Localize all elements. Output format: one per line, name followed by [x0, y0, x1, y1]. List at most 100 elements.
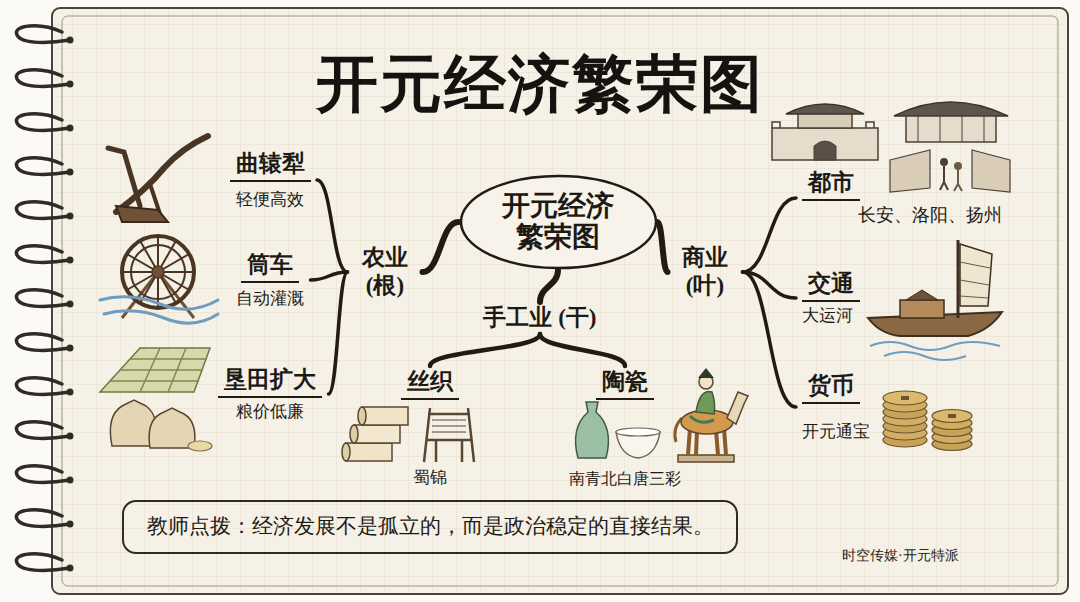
city-gate — [772, 122, 874, 128]
spiral-binding — [16, 114, 73, 132]
tang-sancai-horse — [727, 392, 748, 424]
leaf-topic: 都市长安、洛阳、扬州 — [796, 167, 1009, 229]
spiral-binding — [16, 334, 73, 352]
tang-sancai-horse — [675, 368, 748, 462]
market-street — [890, 102, 1010, 192]
node-heading: 货币 — [802, 372, 860, 404]
branch-connector — [311, 272, 348, 280]
node-heading: 曲辕犁 — [230, 150, 311, 182]
white-bowl — [616, 428, 660, 458]
branch-connector — [423, 222, 459, 272]
branch-label: 手工业 (干) — [477, 302, 604, 334]
branch-connector — [540, 334, 625, 366]
canal-boat — [868, 240, 1002, 360]
branch-connector — [743, 272, 797, 407]
branch-connector — [430, 334, 540, 366]
tang-sancai-horse — [678, 455, 734, 462]
node-heading: 商业 (叶) — [674, 244, 736, 299]
node-body: 长安、洛阳、扬州 — [858, 205, 1002, 227]
silk-rolls — [350, 425, 358, 443]
grain-sacks — [110, 400, 212, 451]
spiral-binding — [16, 422, 73, 440]
node-heading: 农业 (根) — [354, 244, 416, 299]
celadon-vase — [576, 402, 609, 458]
loom-drawing — [424, 408, 474, 462]
celadon-vase — [576, 402, 609, 458]
leaf-topic: 曲辕犁轻便高效 — [223, 148, 317, 212]
canal-boat — [960, 244, 992, 306]
coin-stacks — [883, 391, 972, 451]
node-heading: 交通 — [802, 270, 860, 302]
market-street — [954, 162, 962, 170]
silk-rolls — [358, 407, 366, 425]
loom-drawing — [424, 408, 474, 462]
spiral-binding — [16, 70, 73, 88]
waterwheel-drawing — [152, 266, 164, 278]
node-heading: 开元经济 繁荣图 — [496, 191, 620, 253]
spiral-binding — [16, 510, 73, 528]
grain-sacks — [188, 441, 212, 451]
coin-stacks — [948, 414, 956, 418]
leaf-topic: 陶瓷南青北白唐三彩 — [563, 366, 688, 490]
branch-connector — [317, 180, 348, 272]
silk-rolls — [346, 443, 392, 461]
node-heading: 筒车 — [241, 251, 299, 283]
market-street — [954, 170, 962, 191]
market-street — [906, 116, 996, 142]
node-heading: 都市 — [802, 169, 860, 201]
branch-connector — [329, 272, 348, 394]
branch-connector — [658, 222, 668, 272]
branch-label: 商业 (叶) — [668, 242, 743, 302]
node-body: 大运河 — [802, 306, 853, 326]
silk-rolls — [342, 443, 350, 461]
plow-drawing — [108, 148, 140, 206]
canal-boat — [900, 300, 944, 318]
spiral-binding — [16, 246, 73, 264]
node-body: 开元通宝 — [802, 422, 870, 442]
spiral-binding — [16, 466, 73, 484]
city-gate — [772, 104, 878, 160]
canal-boat — [870, 342, 1000, 360]
leaf-topic: 货币开元通宝 — [796, 370, 877, 444]
market-street — [918, 116, 984, 142]
plow-drawing — [108, 136, 208, 222]
leaf-topic: 筒车自动灌溉 — [230, 249, 311, 311]
coin-stacks — [883, 391, 927, 405]
canal-boat — [906, 290, 938, 300]
farmland-drawing — [100, 348, 210, 392]
farmland-drawing — [100, 348, 210, 392]
node-body: 蜀锦 — [413, 468, 447, 488]
spiral-binding — [16, 26, 73, 44]
silk-rolls — [354, 425, 400, 443]
branch-label: 农业 (根) — [348, 242, 423, 302]
page-title: 开元经济繁荣图 — [0, 48, 1080, 120]
market-street — [940, 166, 948, 190]
market-street — [972, 150, 1010, 192]
node-heading: 陶瓷 — [596, 368, 654, 400]
node-body: 粮价低廉 — [236, 402, 304, 422]
leaf-topic: 垦田扩大粮价低廉 — [212, 364, 329, 424]
branch-connector — [540, 270, 558, 302]
waterwheel-drawing — [100, 297, 218, 323]
market-street — [890, 150, 930, 192]
loom-drawing — [432, 420, 466, 432]
farmland-drawing — [110, 348, 207, 392]
tang-sancai-horse — [690, 416, 714, 422]
canal-boat — [957, 240, 960, 318]
node-heading: 手工业 (干) — [483, 304, 596, 332]
waterwheel-drawing — [100, 236, 218, 323]
canal-boat — [960, 262, 990, 298]
spiral-binding — [16, 158, 73, 176]
city-gate — [772, 128, 878, 160]
oval-outline — [461, 176, 656, 268]
node-body: 自动灌溉 — [236, 289, 304, 309]
coin-stacks — [901, 396, 909, 400]
node-heading: 教师点拨：经济发展不是孤立的，而是政治稳定的直接结果。 — [147, 514, 714, 539]
grain-sacks — [149, 408, 195, 448]
city-gate — [814, 141, 836, 160]
branch-connector — [743, 198, 797, 272]
teacher-note-callout: 教师点拨：经济发展不是孤立的，而是政治稳定的直接结果。 — [122, 500, 738, 554]
market-street — [894, 102, 1008, 116]
